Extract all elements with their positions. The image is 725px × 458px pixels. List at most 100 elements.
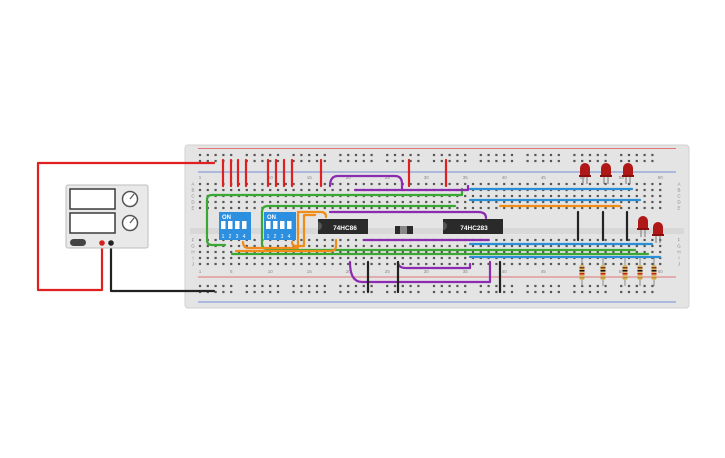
dip-switch-1-toggle-1[interactable] [221, 221, 226, 229]
row-letter-label: E [191, 206, 194, 211]
row-letter-label: C [677, 194, 681, 199]
row-letter-label: J [192, 262, 194, 267]
row-letter-label: I [678, 256, 679, 261]
chip-74hc283-label: 74HC283 [460, 225, 488, 232]
column-number-label: 20 [346, 175, 352, 180]
power-supply-icon[interactable] [65, 184, 149, 249]
dip-switch-1-toggle-3[interactable] [235, 221, 240, 229]
dip-switches: ON 1 2 3 4 ON 1 2 3 4 [219, 212, 296, 240]
dip-switch-2-toggle-1[interactable] [266, 221, 271, 229]
column-numbers: 1155101015152020252530303535404045455050… [199, 175, 663, 274]
column-number-label: 20 [346, 269, 352, 274]
dip-switch-2-pos-2: 2 [274, 234, 277, 240]
positive-terminal[interactable] [99, 240, 105, 246]
purple-wire[interactable] [348, 260, 492, 284]
black-supply-wire[interactable] [109, 241, 216, 293]
column-number-label: 10 [268, 175, 274, 180]
row-letter-label: B [677, 188, 680, 193]
column-number-label: 60 [658, 175, 664, 180]
row-letter-label: D [191, 200, 195, 205]
dip-switch-2-pos-4: 4 [288, 234, 291, 240]
column-number-label: 50 [580, 175, 586, 180]
resistor-icon[interactable] [637, 258, 643, 286]
led-icon[interactable] [600, 163, 612, 184]
voltage-display [69, 188, 116, 210]
dip-switch-2-on-label: ON [267, 215, 276, 221]
column-number-label: 15 [307, 269, 313, 274]
column-number-label: 25 [385, 269, 391, 274]
dip-switch-icon[interactable]: ON 1 2 3 4 [219, 212, 251, 240]
row-letter-label: F [678, 238, 681, 243]
purple-wire[interactable] [353, 184, 470, 192]
chip-74hc86-label: 74HC86 [333, 225, 357, 232]
breadboard[interactable]: 1155101015152020252530303535404045455050… [184, 144, 690, 309]
dip-switch-1-pos-1: 1 [222, 234, 225, 240]
negative-terminal[interactable] [108, 240, 114, 246]
dip-switch-2-toggle-4[interactable] [287, 221, 292, 229]
pushbutton-icon[interactable] [395, 226, 413, 234]
led-icon[interactable] [579, 163, 591, 184]
column-number-label: 60 [658, 269, 664, 274]
resistor-icon[interactable] [622, 258, 628, 286]
purple-wire[interactable] [328, 210, 488, 220]
orange-wire[interactable] [234, 238, 338, 253]
dip-switch-2-toggle-3[interactable] [280, 221, 285, 229]
green-wire[interactable] [205, 187, 464, 247]
dip-switch-1-pos-4: 4 [243, 234, 246, 240]
dip-switch-2-pos-3: 3 [281, 234, 284, 240]
purple-wire[interactable] [328, 174, 404, 192]
row-letter-label: G [191, 244, 195, 249]
row-letter-label: A [677, 182, 680, 187]
dip-switch-icon[interactable]: ON 1 2 3 4 [264, 212, 296, 240]
current-display [69, 212, 116, 234]
leds [579, 163, 664, 243]
led-icon[interactable] [652, 222, 664, 243]
dip-switch-1-pos-3: 3 [236, 234, 239, 240]
led-icon[interactable] [622, 163, 634, 184]
orange-wire[interactable] [290, 213, 317, 248]
column-number-label: 1 [199, 175, 202, 180]
red-supply-wire[interactable] [36, 161, 216, 292]
row-letter-label: H [677, 250, 680, 255]
row-letter-label: C [191, 194, 195, 199]
led-icon[interactable] [637, 216, 649, 237]
wires [36, 158, 662, 294]
row-letter-label: E [677, 206, 680, 211]
ic-chip-icon[interactable]: 74HC283 [443, 219, 503, 234]
column-number-label: 45 [541, 269, 547, 274]
column-number-label: 55 [619, 269, 625, 274]
power-switch-icon[interactable] [70, 239, 86, 246]
column-number-label: 30 [424, 175, 430, 180]
resistors [579, 258, 657, 286]
dip-switch-2-pos-1: 1 [267, 234, 270, 240]
dip-switch-2-toggle-2[interactable] [273, 221, 278, 229]
ic-chip-icon[interactable]: 74HC86 [318, 219, 368, 234]
dip-switch-1-toggle-4[interactable] [242, 221, 247, 229]
resistor-icon[interactable] [600, 258, 606, 286]
chip-74hc283-body [443, 219, 503, 234]
row-letter-label: H [191, 250, 194, 255]
row-letter-label: F [192, 238, 195, 243]
column-number-label: 5 [230, 269, 233, 274]
column-number-label: 15 [307, 175, 313, 180]
orange-wire[interactable] [241, 210, 328, 250]
row-letter-label: D [677, 200, 681, 205]
row-letter-label: B [191, 188, 194, 193]
dip-switch-1-pos-2: 2 [229, 234, 232, 240]
column-number-label: 40 [502, 269, 508, 274]
row-letter-label: G [677, 244, 681, 249]
row-letter-label: I [192, 256, 193, 261]
breadboard-body [184, 144, 690, 309]
center-channel [190, 228, 684, 234]
column-number-label: 35 [463, 175, 469, 180]
row-letter-label: J [678, 262, 680, 267]
dip-switch-1-toggle-2[interactable] [228, 221, 233, 229]
column-number-label: 1 [199, 269, 202, 274]
column-number-label: 35 [463, 269, 469, 274]
resistor-icon[interactable] [579, 258, 585, 286]
resistor-icon[interactable] [651, 258, 657, 286]
row-letter-label: A [191, 182, 194, 187]
column-number-label: 45 [541, 175, 547, 180]
